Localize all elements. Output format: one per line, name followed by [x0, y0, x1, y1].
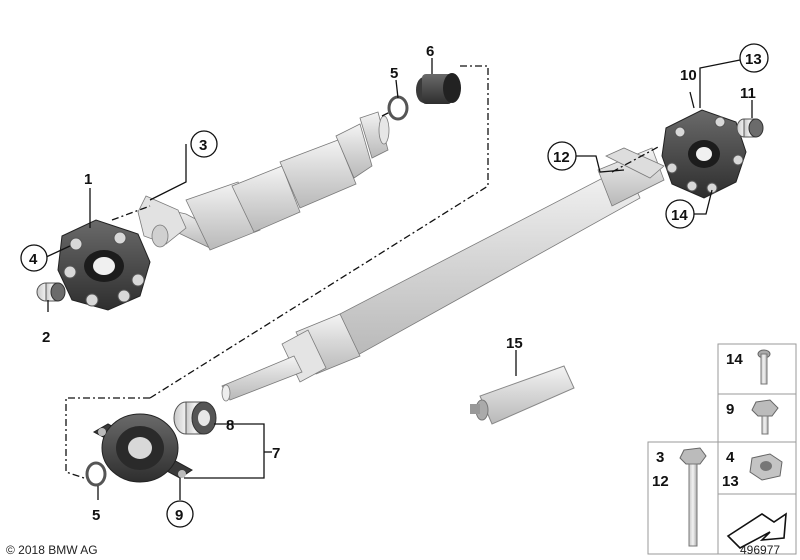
leader-lines [43, 58, 753, 500]
flex-disc-rear [661, 109, 747, 199]
grease-tube-15 [470, 365, 575, 425]
legend-3: 3 [656, 449, 664, 466]
circlip-5-top [387, 95, 409, 121]
callout-4: 4 [29, 251, 38, 268]
callout-1: 1 [84, 171, 92, 188]
circlip-5-bottom [85, 461, 107, 487]
callout-10: 10 [680, 67, 697, 84]
flange-bolt-icon [751, 399, 779, 435]
diagram-number: 496977 [740, 543, 780, 557]
callout-5-top: 5 [390, 65, 398, 82]
hex-nut-icon [749, 453, 783, 481]
rear-propeller-shaft [221, 147, 665, 402]
arrow-icon [726, 512, 787, 549]
callout-15: 15 [506, 335, 523, 352]
callout-6: 6 [426, 43, 434, 60]
bolt-icon [757, 349, 771, 385]
legend-12: 12 [652, 473, 669, 490]
legend-9: 9 [726, 401, 734, 418]
callout-14: 14 [671, 207, 688, 224]
legend-4: 4 [726, 449, 735, 466]
callout-11: 11 [740, 85, 756, 102]
callout-13: 13 [745, 51, 762, 68]
legend-13: 13 [722, 473, 739, 490]
flex-disc-front [57, 219, 151, 311]
callout-7: 7 [272, 445, 280, 462]
ball-bearing-8 [173, 401, 217, 435]
rubber-boot-6 [416, 73, 461, 104]
bushing-2 [36, 282, 66, 302]
bushing-11 [736, 118, 764, 138]
fastener-legend: 14 9 3 12 4 13 [647, 343, 797, 555]
center-bearing [92, 413, 193, 483]
legend-14: 14 [726, 351, 743, 368]
front-propeller-shaft [137, 111, 390, 251]
callout-3: 3 [199, 137, 207, 154]
long-bolt-icon [679, 447, 707, 547]
callout-9: 9 [175, 507, 183, 524]
callouts: 1 2 3 4 5 6 10 11 12 13 14 15 8 7 9 5 [20, 43, 769, 528]
callout-2: 2 [42, 329, 50, 346]
assembly-dash-lines [65, 65, 661, 479]
copyright: © 2018 BMW AG [6, 543, 98, 557]
callout-8: 8 [226, 417, 234, 434]
callout-12: 12 [553, 149, 570, 166]
callout-5-bottom: 5 [92, 507, 100, 524]
